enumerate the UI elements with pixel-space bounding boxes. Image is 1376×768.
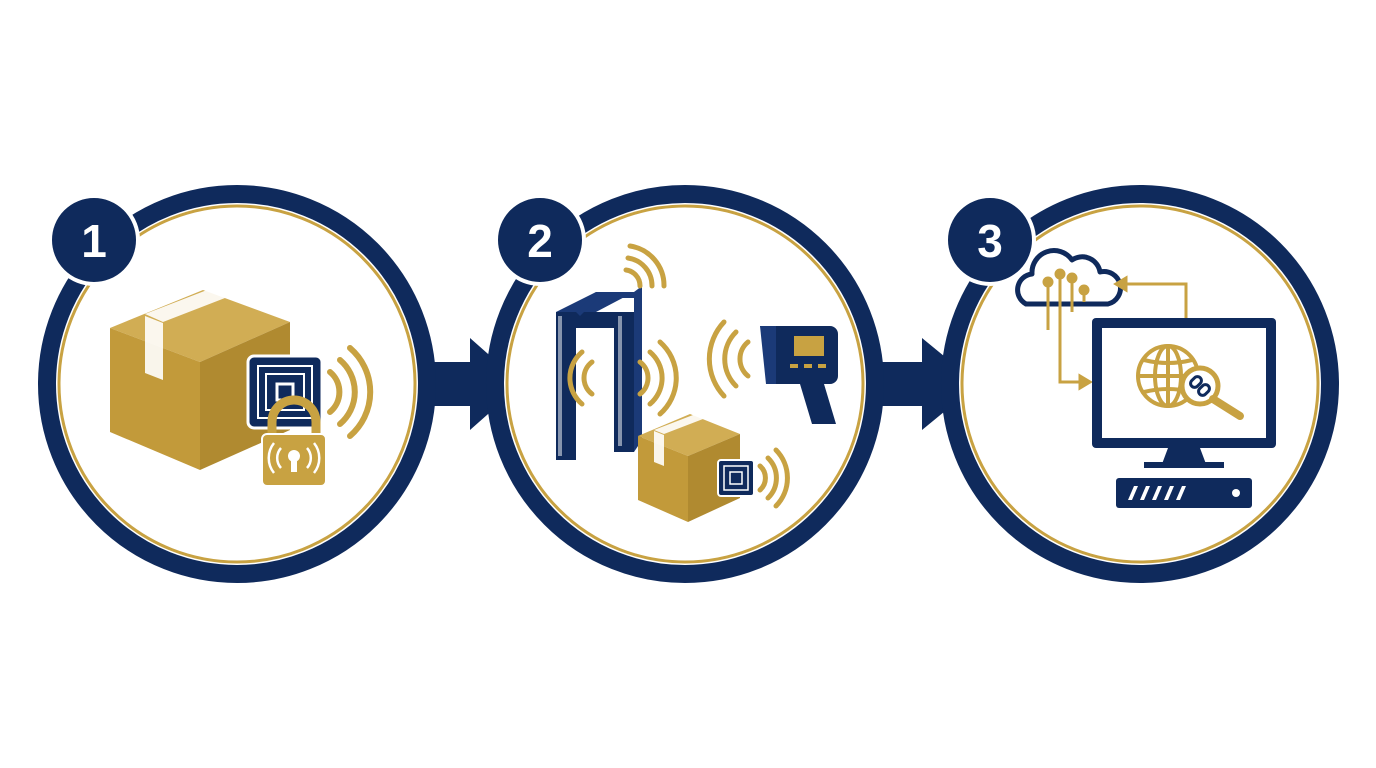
step-2: 2 — [486, 185, 884, 583]
svg-text:3: 3 — [977, 215, 1003, 267]
rfid-tag-icon — [246, 354, 324, 430]
signal-waves-icon — [567, 243, 679, 417]
link-magnifier-icon — [1179, 365, 1244, 420]
step-1: 1 — [38, 185, 436, 583]
server-unit-icon — [1116, 478, 1252, 508]
box-icon — [638, 410, 740, 522]
svg-text:2: 2 — [527, 215, 553, 267]
signal-waves-icon — [757, 447, 790, 509]
step-3: 3 — [941, 185, 1339, 583]
signal-waves-icon — [327, 345, 374, 439]
step-badge: 2 — [494, 194, 586, 286]
circuit-lines-icon — [1042, 268, 1188, 391]
padlock-icon — [261, 395, 327, 487]
signal-waves-icon — [706, 319, 751, 399]
handheld-scanner-icon — [760, 326, 838, 424]
rfid-gate-icon — [556, 286, 642, 460]
step-circle — [486, 185, 884, 583]
step-badge: 1 — [48, 194, 140, 286]
svg-text:1: 1 — [81, 215, 107, 267]
rfid-tag-icon — [717, 459, 755, 497]
step-badge: 3 — [944, 194, 1036, 286]
